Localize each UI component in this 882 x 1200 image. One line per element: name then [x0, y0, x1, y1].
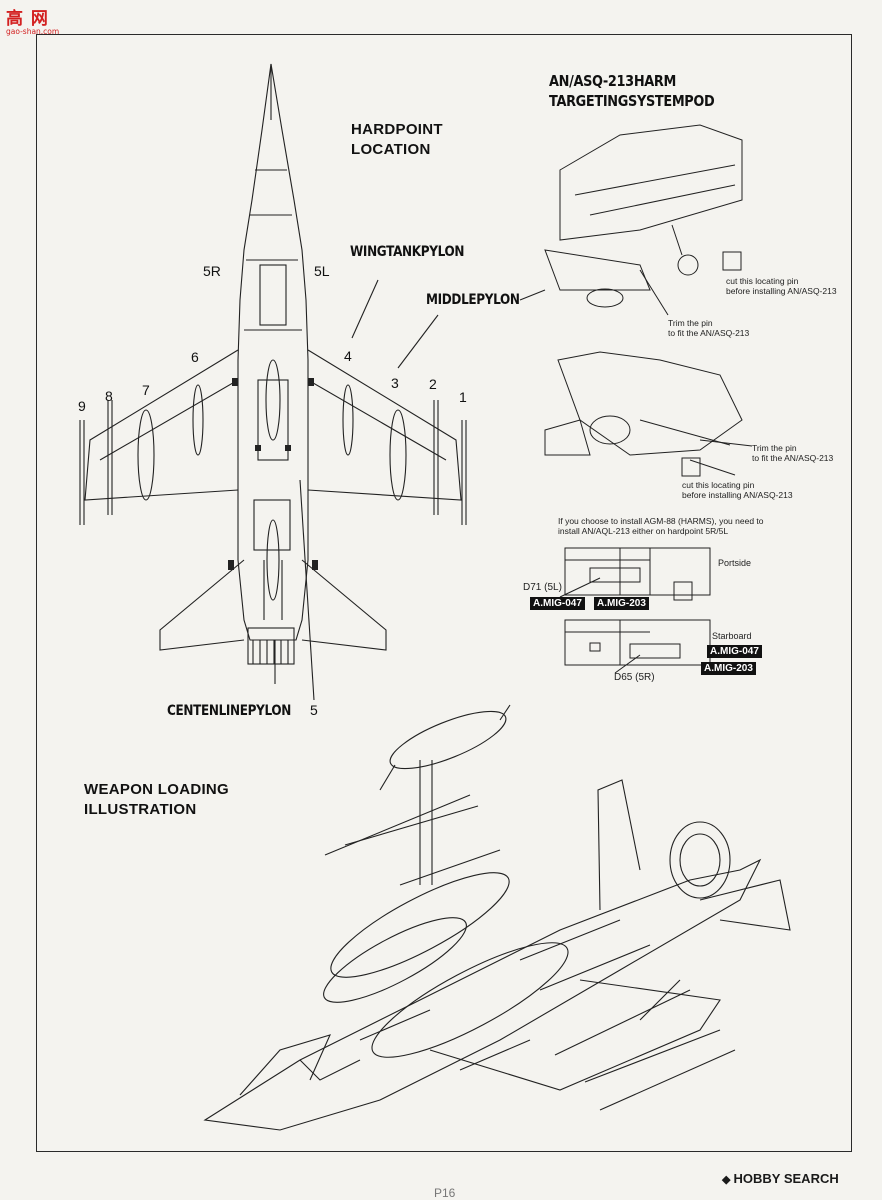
- portside-label: Portside: [718, 558, 752, 568]
- watermark-logo: 高 网 gao-shan.com: [6, 4, 70, 36]
- cut-pin-note-2: cut this locating pin before installing …: [682, 480, 793, 500]
- trim-pin-note-2: Trim the pin to fit the AN/ASQ-213: [752, 443, 833, 463]
- paint-tag: A.MIG-047: [530, 597, 585, 610]
- part-d71-label: D71 (5L): [523, 582, 562, 593]
- hobby-search-text: HOBBY SEARCH: [733, 1171, 839, 1186]
- paint-tag: A.MIG-203: [594, 597, 649, 610]
- harm-heading-line2: TARGETINGSYSTEMPOD: [549, 92, 715, 110]
- harm-heading-line1: AN/ASQ-213HARM: [549, 72, 676, 90]
- cut-pin-note-1-line1: cut this locating pin: [726, 276, 799, 286]
- watermark-main: 高 网: [6, 9, 49, 29]
- harm-heading: AN/ASQ-213HARM TARGETINGSYSTEMPOD: [549, 72, 741, 110]
- hardpoint-heading-line1: HARDPOINT: [351, 121, 443, 138]
- paint-tag: A.MIG-047: [707, 645, 762, 658]
- centerline-pylon-label: CENTENLINEPYLON: [167, 703, 292, 719]
- trim-pin-note-2-line2: to fit the AN/ASQ-213: [752, 453, 834, 463]
- weapon-loading-heading: WEAPON LOADING ILLUSTRATION: [84, 780, 229, 820]
- watermark-sub: gao-shan.com: [6, 27, 60, 36]
- page-number: P16: [434, 1186, 456, 1200]
- cut-pin-note-1: cut this locating pin before installing …: [726, 276, 837, 296]
- weapon-loading-heading-line1: WEAPON LOADING: [84, 781, 230, 798]
- cut-pin-note-1-line2: before installing AN/ASQ-213: [726, 286, 837, 296]
- cut-pin-note-2-line1: cut this locating pin: [682, 480, 755, 490]
- hardpoint-number: 5: [310, 702, 318, 718]
- hardpoint-number: 7: [142, 382, 150, 398]
- hardpoint-number: 5L: [314, 263, 330, 279]
- hardpoint-number: 8: [105, 388, 113, 404]
- starboard-label: Starboard: [712, 631, 752, 641]
- trim-pin-note-1: Trim the pin to fit the AN/ASQ-213: [668, 318, 749, 338]
- hardpoint-number: 6: [191, 349, 199, 365]
- trim-pin-note-1-line1: Trim the pin: [668, 318, 713, 328]
- hardpoint-number: 4: [344, 348, 352, 364]
- hobby-search-brand: ◆ HOBBY SEARCH: [722, 1171, 839, 1186]
- paint-tag: A.MIG-203: [701, 662, 756, 675]
- middle-pylon-label: MIDDLEPYLON: [426, 292, 520, 308]
- hardpoint-number: 9: [78, 398, 86, 414]
- trim-pin-note-2-line1: Trim the pin: [752, 443, 797, 453]
- weapon-loading-heading-line2: ILLUSTRATION: [84, 801, 197, 818]
- part-d65-label: D65 (5R): [614, 672, 655, 683]
- trim-pin-note-1-line2: to fit the AN/ASQ-213: [668, 328, 750, 338]
- hardpoint-heading: HARDPOINT LOCATION: [351, 120, 443, 160]
- hobby-search-logo-icon: ◆: [722, 1174, 734, 1186]
- wing-tank-pylon-label: WINGTANKPYLON: [350, 244, 465, 260]
- hardpoint-number: 3: [391, 375, 399, 391]
- hardpoint-number: 1: [459, 389, 467, 405]
- cut-pin-note-2-line2: before installing AN/ASQ-213: [682, 490, 793, 500]
- agm-install-note-line1: If you choose to install AGM-88 (HARMS),…: [558, 516, 764, 526]
- page-frame: [36, 34, 852, 1152]
- hardpoint-number: 2: [429, 376, 437, 392]
- hardpoint-heading-line2: LOCATION: [351, 141, 431, 158]
- hardpoint-number: 5R: [203, 263, 221, 279]
- agm-install-note: If you choose to install AGM-88 (HARMS),…: [558, 516, 764, 536]
- agm-install-note-line2: install AN/AQL-213 either on hardpoint 5…: [558, 526, 729, 536]
